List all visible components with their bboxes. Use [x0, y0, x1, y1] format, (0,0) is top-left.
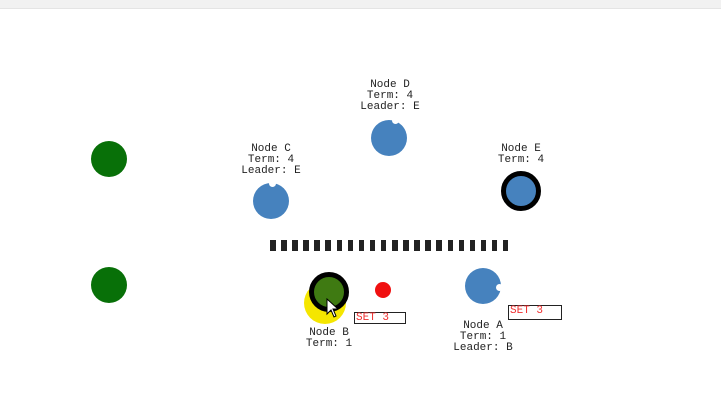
partition-segment: [380, 240, 387, 251]
partition-segment: [480, 240, 487, 251]
partition-segment: [491, 240, 498, 251]
node-a-log-entry: SET 3: [508, 305, 562, 320]
partition-segment: [303, 240, 309, 251]
partition-segment: [392, 240, 398, 251]
partition-segment: [325, 240, 331, 251]
mouse-cursor-icon: [326, 297, 340, 323]
client-node-top[interactable]: [91, 141, 127, 177]
partition-segment: [425, 240, 431, 251]
browser-top-bar: [0, 0, 721, 9]
node-a[interactable]: [465, 268, 503, 304]
node-b-log-entry: SET 3: [354, 312, 406, 324]
partition-segment: [270, 240, 276, 251]
node-e-leader[interactable]: [501, 171, 541, 211]
partition-segment: [292, 240, 298, 251]
partition-segment: [414, 240, 420, 251]
client-node-bottom[interactable]: [91, 267, 127, 303]
partition-segment: [369, 240, 376, 251]
partition-segment: [469, 240, 476, 251]
partition-segment: [281, 240, 287, 251]
partition-segment: [358, 240, 365, 251]
partition-segment: [314, 240, 320, 251]
partition-segment: [458, 240, 465, 251]
partition-segment: [403, 240, 409, 251]
partition-segment: [336, 240, 343, 251]
partition-segment: [447, 240, 453, 251]
node-d[interactable]: [371, 117, 407, 156]
network-partition: [270, 240, 509, 251]
partition-segment: [347, 240, 354, 251]
client-request-message: [375, 282, 391, 298]
node-c[interactable]: [253, 180, 289, 219]
partition-segment: [436, 240, 442, 251]
partition-segment: [502, 240, 509, 251]
node-b-stale-leader[interactable]: [309, 272, 349, 312]
